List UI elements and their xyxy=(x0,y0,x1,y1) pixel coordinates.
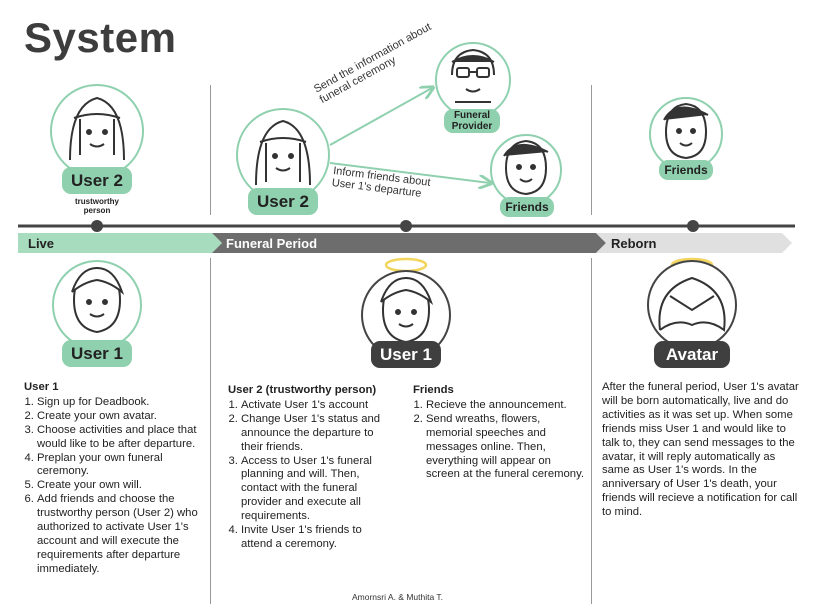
reborn-text: After the funeral period, User 1's avata… xyxy=(602,381,799,519)
friends-mid-badge: Friends xyxy=(500,197,554,217)
user1-list: Sign up for Deadbook. Create your own av… xyxy=(24,396,214,577)
friends-right-badge: Friends xyxy=(659,160,713,180)
user1-heading: User 1 xyxy=(24,381,59,393)
user2-top-badge: User 2 xyxy=(62,167,132,194)
user1-instructions: User 1 Sign up for Deadbook. Create your… xyxy=(24,381,214,577)
avatar-ghost-figure xyxy=(647,257,737,350)
user2-top-avatar xyxy=(50,84,144,178)
friends-instructions: Friends Recieve the announcement. Send w… xyxy=(413,384,585,482)
phase-label-funeral: Funeral Period xyxy=(226,236,318,251)
friends-heading: Friends xyxy=(413,384,454,396)
list-item: Change User 1's status and announce the … xyxy=(241,413,390,455)
phase-label-live: Live xyxy=(28,236,55,251)
divider xyxy=(210,258,211,604)
reborn-description: After the funeral period, User 1's avata… xyxy=(602,381,802,520)
divider xyxy=(591,85,592,215)
list-item: Add friends and choose the trustworthy p… xyxy=(37,493,214,576)
list-item: Create your own avatar. xyxy=(37,410,214,424)
friends-right-avatar xyxy=(649,97,723,171)
timeline-marker xyxy=(91,220,103,232)
timeline-marker xyxy=(687,220,699,232)
phase-band-funeral xyxy=(212,233,606,253)
user1-left-badge: User 1 xyxy=(62,340,132,367)
credit: Amornsri A. & Muthita T. xyxy=(352,592,444,602)
phase-label-reborn: Reborn xyxy=(611,236,657,251)
list-item: Sign up for Deadbook. xyxy=(37,396,214,410)
trustworthy-note: trustworthy person xyxy=(75,197,119,215)
arrow-to-provider xyxy=(329,88,432,146)
arrow-to-friends xyxy=(329,162,490,183)
list-item: Choose activities and place that would l… xyxy=(37,424,214,452)
friends-mid-avatar xyxy=(490,134,562,206)
divider xyxy=(210,85,211,215)
page-title: System xyxy=(24,14,177,61)
user2-mid-badge: User 2 xyxy=(248,188,318,215)
user2-mid-avatar xyxy=(236,108,330,202)
phase-band-live xyxy=(18,233,222,253)
funeral-provider-avatar xyxy=(435,42,511,118)
user2-instructions: User 2 (trustworthy person) Activate Use… xyxy=(228,384,390,552)
avatar-badge: Avatar xyxy=(654,341,730,368)
list-item: Invite User 1's friends to attend a cere… xyxy=(241,524,390,552)
list-item: Activate User 1's account xyxy=(241,399,390,413)
user1-mid-badge: User 1 xyxy=(371,341,441,368)
list-item: Access to User 1's funeral planning and … xyxy=(241,455,390,525)
friends-list: Recieve the announcement. Send wreaths, … xyxy=(413,399,585,482)
user1-mid-avatar xyxy=(361,257,451,360)
funeral-provider-badge: Funeral Provider xyxy=(444,109,500,133)
list-item: Send wreaths, flowers, memorial speeches… xyxy=(426,413,585,483)
list-item: Preplan your own funeral ceremony. xyxy=(37,452,214,480)
list-item: Create your own will. xyxy=(37,479,214,493)
divider xyxy=(591,258,592,604)
phase-band-reborn xyxy=(596,233,792,253)
user1-left-avatar xyxy=(52,260,142,350)
user2-heading: User 2 (trustworthy person) xyxy=(228,384,377,396)
user2-list: Activate User 1's account Change User 1'… xyxy=(228,399,390,552)
timeline-marker xyxy=(400,220,412,232)
list-item: Recieve the announcement. xyxy=(426,399,585,413)
